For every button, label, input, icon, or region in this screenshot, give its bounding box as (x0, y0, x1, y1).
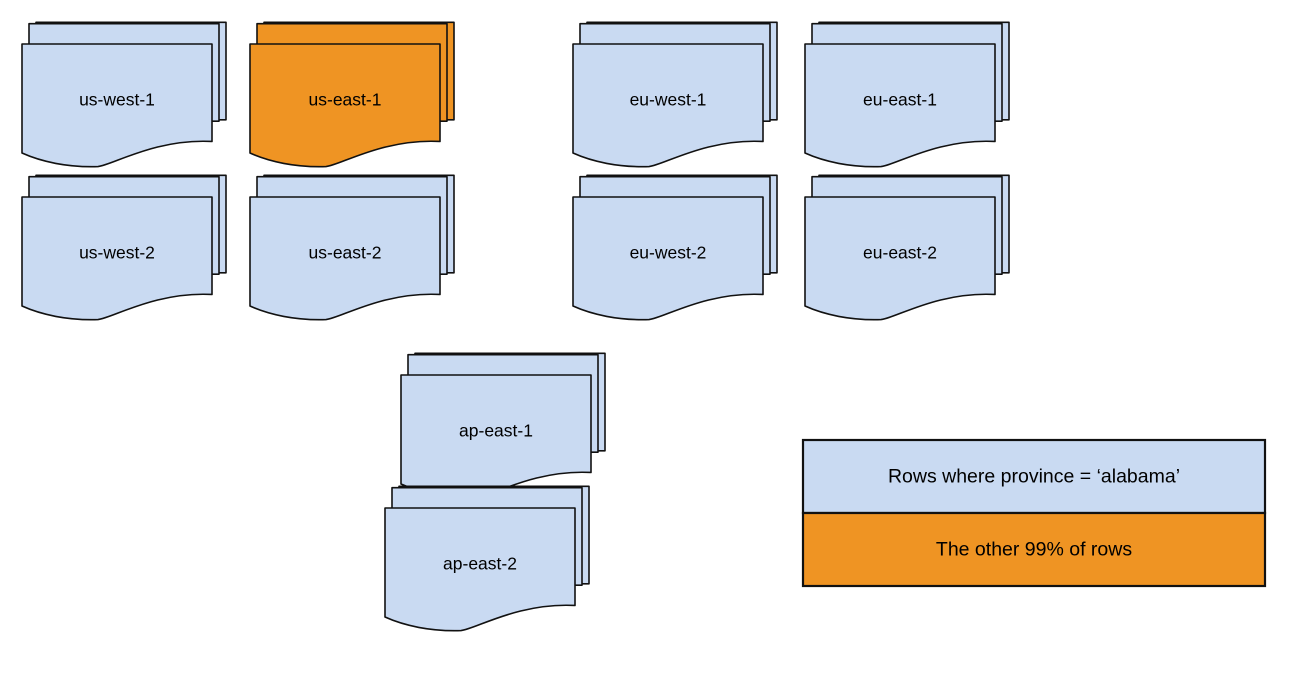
region-stack-sheet-front (249, 196, 441, 321)
legend-row-matching: Rows where province = ‘alabama’ (801, 438, 1267, 515)
legend-row-other-label: The other 99% of rows (936, 539, 1132, 561)
region-stack-us-east-2[interactable]: us-east-2 (249, 174, 455, 321)
region-stack-label: eu-west-1 (630, 90, 707, 110)
region-stack-label: eu-west-2 (630, 243, 707, 263)
region-stack-label: us-east-2 (309, 243, 382, 263)
region-stack-sheet-front (804, 43, 996, 168)
legend-row-other-swatch (801, 511, 1267, 588)
legend-row-matching-label: Rows where province = ‘alabama’ (888, 466, 1180, 488)
legend-row-matching-swatch (801, 438, 1267, 515)
region-stack-label: us-west-2 (79, 243, 155, 263)
legend-row-other: The other 99% of rows (801, 511, 1267, 588)
region-stack-label: ap-east-1 (459, 421, 533, 441)
region-stack-sheet-front (804, 196, 996, 321)
region-stack-label: us-west-1 (79, 90, 155, 110)
region-stack-label: ap-east-2 (443, 554, 517, 574)
region-stack-us-east-1[interactable]: us-east-1 (249, 21, 455, 168)
region-stack-ap-east-2[interactable]: ap-east-2 (384, 485, 590, 632)
region-stack-label: eu-east-2 (863, 243, 937, 263)
region-stack-sheet-front (572, 43, 764, 168)
region-stacks-layer: us-west-1 us-east-1 eu-west-1 eu-east-1 us-w… (21, 21, 1010, 632)
region-stack-label: us-east-1 (309, 90, 382, 110)
region-stack-eu-west-2[interactable]: eu-west-2 (572, 174, 778, 321)
region-stack-ap-east-1[interactable]: ap-east-1 (400, 352, 606, 499)
region-stack-label: eu-east-1 (863, 90, 937, 110)
region-stack-eu-east-2[interactable]: eu-east-2 (804, 174, 1010, 321)
region-stack-eu-west-1[interactable]: eu-west-1 (572, 21, 778, 168)
region-stack-sheet-front (572, 196, 764, 321)
region-stack-sheet-front (21, 43, 213, 168)
region-stack-sheet-front (21, 196, 213, 321)
region-stack-us-west-1[interactable]: us-west-1 (21, 21, 227, 168)
legend: Rows where province = ‘alabama’ The other… (801, 438, 1267, 588)
region-stack-eu-east-1[interactable]: eu-east-1 (804, 21, 1010, 168)
region-stack-us-west-2[interactable]: us-west-2 (21, 174, 227, 321)
region-stack-sheet-front (384, 507, 576, 632)
region-stack-sheet-front (249, 43, 441, 168)
